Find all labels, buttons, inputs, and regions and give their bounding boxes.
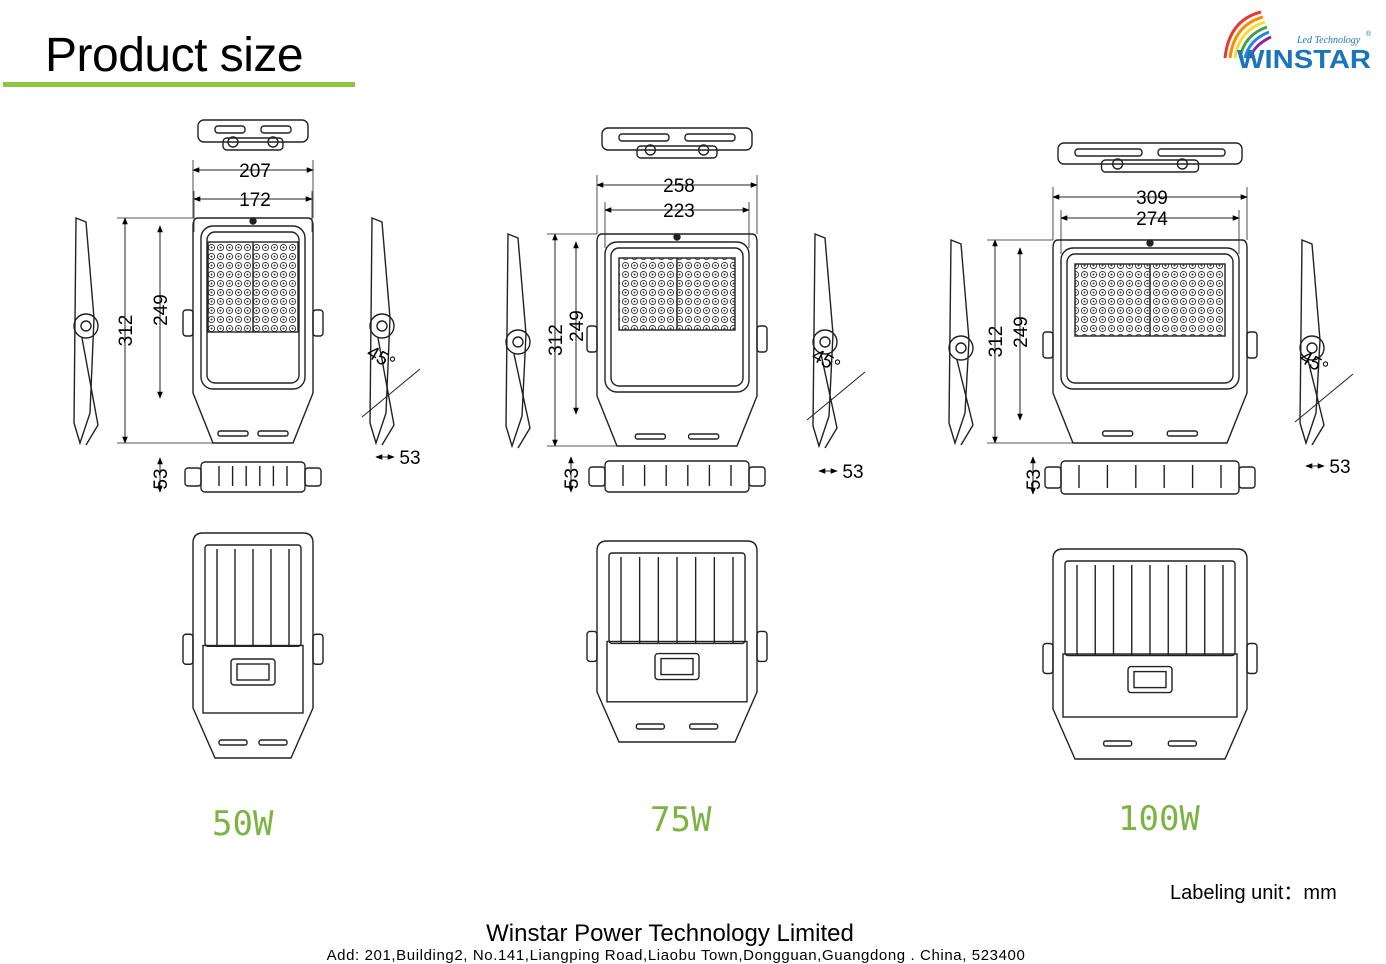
- logo-registered-mark: ®: [1366, 30, 1372, 38]
- side-depth-label-50w: 53: [399, 448, 420, 469]
- company-address: Add: 201,Building2, No.141,Liangping Roa…: [326, 947, 1026, 964]
- drawing-model-50w: 207 172 312 249 53 53 45°: [73, 119, 421, 759]
- model-50w-label: 50W: [212, 804, 274, 844]
- bottom-view-75w: [588, 460, 766, 493]
- overall-height-label-75w: 312: [546, 324, 567, 356]
- top-view-100w: [1057, 142, 1243, 173]
- overall-height-label-100w: 312: [986, 326, 1007, 358]
- side-depth-label-100w: 53: [1329, 457, 1350, 478]
- panel-width-label-50w: 172: [239, 190, 271, 211]
- tilt-angle-label-50w: 45°: [363, 342, 398, 375]
- logo-brand: WINSTAR: [1237, 44, 1371, 74]
- overall-width-label-75w: 258: [663, 176, 695, 197]
- left-side-view-50w: [73, 216, 99, 446]
- left-side-view-100w: [948, 238, 974, 446]
- top-view-75w: [601, 127, 753, 159]
- side-depth-label-75w: 53: [842, 462, 863, 483]
- page-title: Product size: [45, 29, 304, 82]
- panel-height-label-75w: 249: [567, 310, 588, 342]
- model-75w-label: 75W: [650, 800, 712, 840]
- title-underline: [3, 82, 355, 87]
- rear-view-100w: [1042, 548, 1258, 760]
- panel-width-label-75w: 223: [663, 201, 695, 222]
- panel-height-label-50w: 249: [151, 294, 172, 326]
- front-view-75w: [586, 233, 768, 447]
- company-name: Winstar Power Technology Limited: [486, 920, 854, 947]
- front-view-50w: [182, 217, 324, 444]
- left-side-view-75w: [505, 232, 531, 449]
- top-view-50w: [197, 119, 309, 151]
- front-view-100w: [1042, 239, 1258, 444]
- winstar-logo: Led Technology ® WINSTAR: [1223, 10, 1372, 74]
- right-side-view-100w: [1299, 238, 1325, 446]
- panel-width-label-100w: 274: [1136, 209, 1168, 230]
- overall-width-label-100w: 309: [1136, 188, 1168, 209]
- right-side-view-50w: [369, 216, 395, 446]
- bottom-view-100w: [1044, 460, 1256, 495]
- rear-view-50w: [182, 532, 324, 759]
- depth-label-100w: 53: [1024, 469, 1045, 490]
- panel-height-label-100w: 249: [1011, 316, 1032, 348]
- labeling-unit-note: Labeling unit：mm: [1170, 882, 1337, 904]
- rear-view-75w: [586, 540, 768, 743]
- depth-label-75w: 53: [562, 468, 583, 489]
- rainbow-swoosh-icon: [1223, 10, 1272, 59]
- logo-tagline: Led Technology: [1296, 35, 1361, 46]
- overall-height-label-50w: 312: [116, 315, 137, 347]
- depth-label-50w: 53: [151, 468, 172, 489]
- right-side-view-75w: [812, 232, 838, 449]
- model-100w-label: 100W: [1118, 799, 1200, 839]
- bottom-view-50w: [184, 461, 322, 493]
- overall-width-label-50w: 207: [239, 161, 271, 182]
